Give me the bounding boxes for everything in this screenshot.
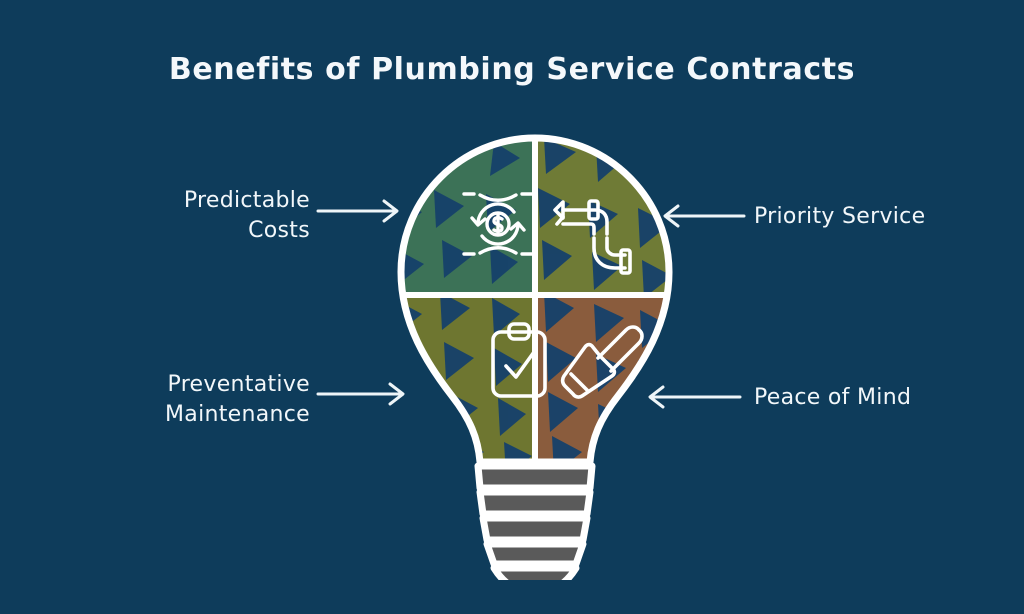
- pipe-fitting-icon: [553, 199, 632, 275]
- arrow-right-predictable-costs: [316, 199, 399, 223]
- money-cycle-icon: [462, 192, 534, 256]
- quadrant-dividers: [401, 138, 669, 462]
- plunger-icon: [560, 325, 644, 399]
- bulb-screw-base: [474, 462, 596, 580]
- arrow-left-priority-service: [663, 204, 746, 228]
- label-preventative-maintenance: Preventative Maintenance: [165, 372, 310, 427]
- arrow-right-preventative-maintenance: [316, 382, 405, 406]
- bulb-glass-fills: [401, 138, 669, 462]
- label-peace-of-mind: Peace of Mind: [754, 385, 912, 410]
- arrow-left-peace-of-mind: [648, 385, 742, 409]
- label-predictable-costs: Predictable Costs: [183, 188, 310, 243]
- lightbulb-diagram: [390, 132, 680, 580]
- page-title: Benefits of Plumbing Service Contracts: [168, 52, 856, 87]
- clipboard-check-icon: [491, 322, 547, 398]
- label-priority-service: Priority Service: [754, 204, 926, 229]
